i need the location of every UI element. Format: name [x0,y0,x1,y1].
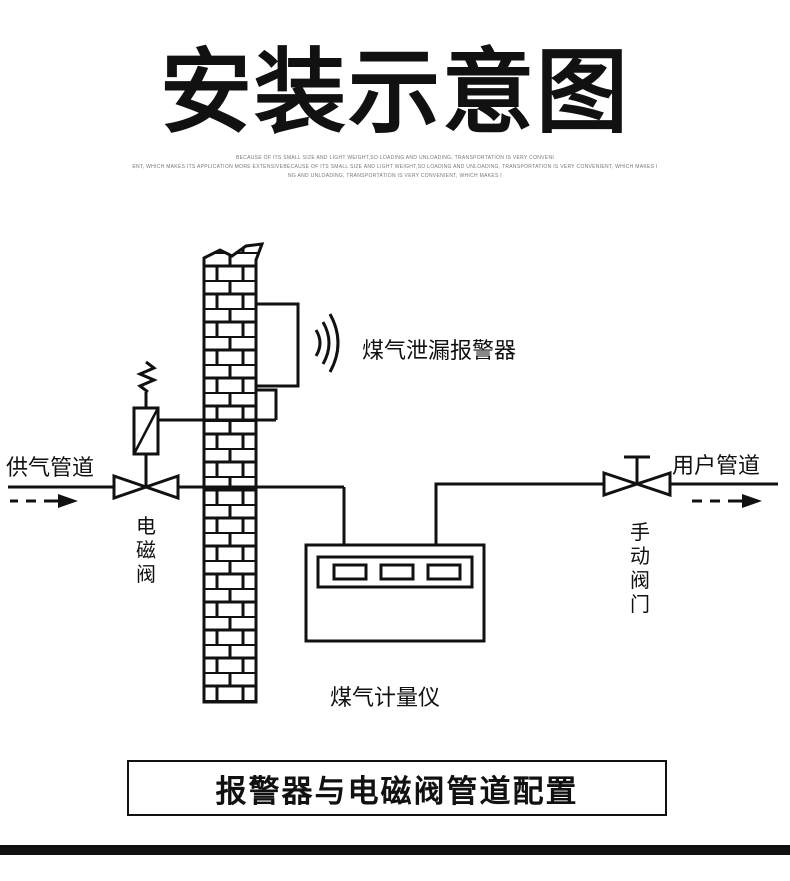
caption-fine-print-2: ENT, WHICH MAKES ITS APPLICATION MORE EX… [132,164,658,170]
manual-valve-icon [602,455,672,498]
supply-flow-arrow-icon [10,494,78,508]
user-pipe-label: 用户管道 [672,454,761,479]
caption-fine-print-1: BECAUSE OF ITS SMALL SIZE AND LIGHT WEIG… [235,155,555,161]
caption-box: 报警器与电磁阀管道配置 [127,760,667,816]
page-title: 安装示意图 [159,39,630,146]
solenoid-valve-label: 电磁阀 [136,514,156,586]
gas-meter-label: 煤气计量仪 [330,686,441,711]
gas-leak-alarm-label: 煤气泄漏报警器 [362,339,517,364]
solenoid-valve-icon [112,360,180,501]
bottom-divider [0,845,790,855]
supply-pipe-label: 供气管道 [6,456,95,481]
gas-meter-icon [304,543,486,643]
caption-text: 报警器与电磁阀管道配置 [215,773,579,810]
manual-valve-label: 手动阀门 [630,520,650,616]
brick-wall [202,242,265,704]
caption-fine-print-3: NG AND UNLOADING, TRANSPORTATION IS VERY… [288,173,502,179]
gas-leak-alarm-icon [158,302,340,422]
user-flow-arrow-icon [692,494,762,508]
